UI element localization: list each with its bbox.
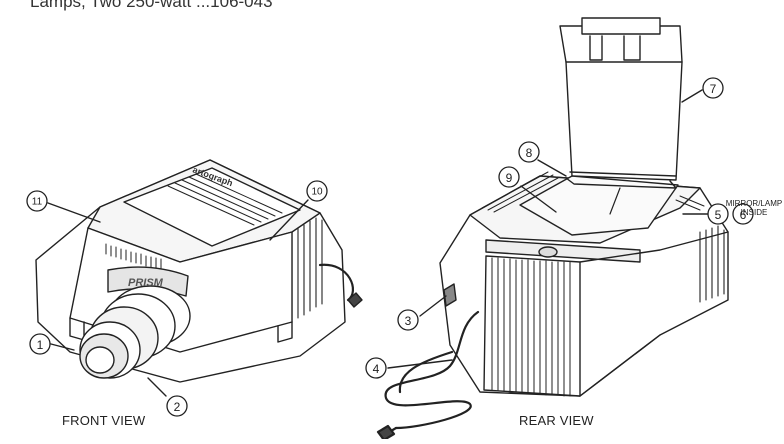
brand-front-text: PRISM bbox=[128, 277, 164, 289]
callout-5-circle bbox=[707, 203, 729, 225]
callout-9-circle bbox=[498, 166, 520, 188]
callout-11-circle bbox=[26, 190, 48, 212]
front-view-projector bbox=[35, 159, 363, 397]
callout-8: 8 bbox=[526, 146, 533, 160]
parts-caption: Lamps, Two 250-watt ...106-043 bbox=[30, 0, 273, 11]
callout-3: 3 bbox=[405, 314, 412, 328]
callout-7: 7 bbox=[710, 82, 717, 96]
callout-10-circle bbox=[306, 180, 328, 202]
mirror-note-line1: MIRROR/LAMP bbox=[725, 199, 783, 208]
rear-view-label: REAR VIEW bbox=[519, 413, 594, 428]
callout-8-circle bbox=[518, 141, 540, 163]
mirror-lamp-note: MIRROR/LAMP INSIDE bbox=[724, 199, 784, 217]
callout-5: 5 bbox=[715, 208, 722, 222]
callout-11: 11 bbox=[32, 197, 43, 208]
callout-4: 4 bbox=[373, 362, 380, 376]
lens-icon bbox=[79, 285, 191, 379]
callout-7-circle bbox=[702, 77, 724, 99]
callout-6: 6 bbox=[740, 208, 747, 222]
callout-9: 9 bbox=[506, 171, 513, 185]
callout-3-circle bbox=[397, 309, 419, 331]
mirror-note-line2: INSIDE bbox=[740, 208, 768, 217]
lid-icon bbox=[559, 17, 683, 181]
callout-4-circle bbox=[365, 357, 387, 379]
callout-1-circle bbox=[29, 333, 51, 355]
rear-view-projector bbox=[376, 17, 729, 442]
callout-10: 10 bbox=[311, 187, 323, 198]
callout-markers bbox=[26, 77, 754, 417]
callout-1: 1 bbox=[37, 338, 44, 352]
callout-6-circle bbox=[732, 203, 754, 225]
front-view-label: FRONT VIEW bbox=[62, 413, 146, 428]
power-cord-icon bbox=[376, 310, 480, 442]
callout-2: 2 bbox=[174, 400, 181, 414]
callout-numbers: 1 2 3 4 5 6 7 8 9 10 11 bbox=[32, 82, 747, 414]
callout-2-circle bbox=[166, 395, 188, 417]
